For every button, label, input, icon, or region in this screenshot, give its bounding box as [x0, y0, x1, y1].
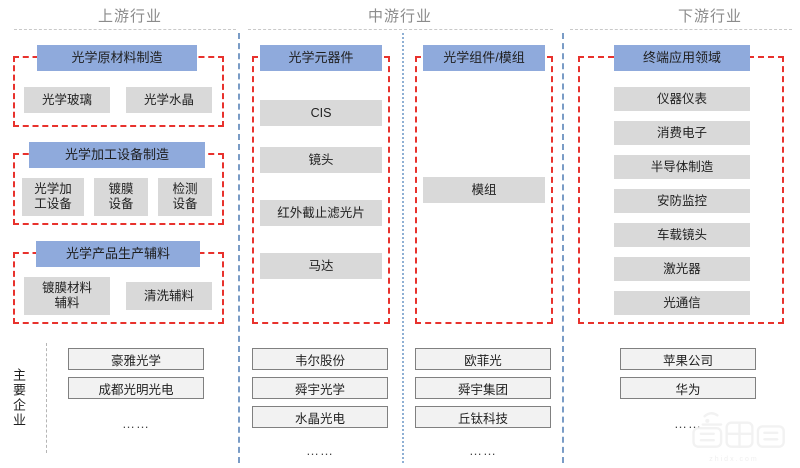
chip-inspection-equipment[interactable]: 检测 设备: [158, 178, 212, 216]
column-title-midstream: 中游行业: [367, 8, 432, 25]
ellipsis-mid-modules: ……: [469, 443, 497, 458]
group-mid-components: [252, 56, 390, 324]
company-box[interactable]: 欧菲光: [415, 348, 551, 370]
chip-semiconductor-manufacturing[interactable]: 半导体制造: [614, 155, 750, 179]
top-rule-upstream: [14, 29, 236, 30]
header-mid-components[interactable]: 光学元器件: [260, 45, 382, 71]
chip-optical-communication[interactable]: 光通信: [614, 291, 750, 315]
chip-optical-glass[interactable]: 光学玻璃: [24, 87, 110, 113]
company-box[interactable]: 韦尔股份: [252, 348, 388, 370]
ellipsis-mid-components: ……: [306, 443, 334, 458]
ellipsis-downstream: ……: [674, 416, 702, 431]
chip-automotive-lens[interactable]: 车载镜头: [614, 223, 750, 247]
watermark-site: zhidx.com: [709, 456, 759, 463]
chip-security-surveillance[interactable]: 安防监控: [614, 189, 750, 213]
chip-instruments[interactable]: 仪器仪表: [614, 87, 750, 111]
chip-laser[interactable]: 激光器: [614, 257, 750, 281]
chip-module[interactable]: 模组: [423, 177, 545, 203]
chip-cleaning-aux[interactable]: 清洗辅料: [126, 282, 212, 310]
chip-consumer-electronics[interactable]: 消费电子: [614, 121, 750, 145]
header-upstream-aux[interactable]: 光学产品生产辅料: [36, 241, 200, 267]
chip-coating-materials[interactable]: 镀膜材料 辅料: [24, 277, 110, 315]
company-box[interactable]: 成都光明光电: [68, 377, 204, 399]
chip-optical-processing-equipment[interactable]: 光学加 工设备: [22, 178, 84, 216]
divider-upstream-midstream: [238, 33, 240, 463]
chip-optical-crystal[interactable]: 光学水晶: [126, 87, 212, 113]
divider-company-label: [46, 343, 47, 453]
chip-cis[interactable]: CIS: [260, 100, 382, 126]
chip-coating-equipment[interactable]: 镀膜 设备: [94, 178, 148, 216]
company-box[interactable]: 水晶光电: [252, 406, 388, 428]
chip-ir-cut-filter[interactable]: 红外截止滤光片: [260, 200, 382, 226]
row-label-main-companies: 主要企业: [11, 368, 26, 428]
company-box[interactable]: 豪雅光学: [68, 348, 204, 370]
top-rule-downstream: [570, 29, 792, 30]
column-title-downstream: 下游行业: [677, 8, 742, 25]
divider-midstream-inner: [402, 33, 404, 463]
header-downstream-apps[interactable]: 终端应用领域: [614, 45, 750, 71]
company-box[interactable]: 苹果公司: [620, 348, 756, 370]
header-mid-modules[interactable]: 光学组件/模组: [423, 45, 545, 71]
company-box[interactable]: 舜宇集团: [415, 377, 551, 399]
header-upstream-equipment[interactable]: 光学加工设备制造: [29, 142, 205, 168]
chip-motor[interactable]: 马达: [260, 253, 382, 279]
company-box[interactable]: 华为: [620, 377, 756, 399]
header-upstream-materials[interactable]: 光学原材料制造: [37, 45, 197, 71]
company-box[interactable]: 舜宇光学: [252, 377, 388, 399]
ellipsis-upstream: ……: [122, 416, 150, 431]
top-rule-midstream: [248, 29, 553, 30]
divider-midstream-downstream: [562, 33, 564, 463]
company-box[interactable]: 丘钛科技: [415, 406, 551, 428]
chip-lens[interactable]: 镜头: [260, 147, 382, 173]
column-title-upstream: 上游行业: [97, 8, 162, 25]
